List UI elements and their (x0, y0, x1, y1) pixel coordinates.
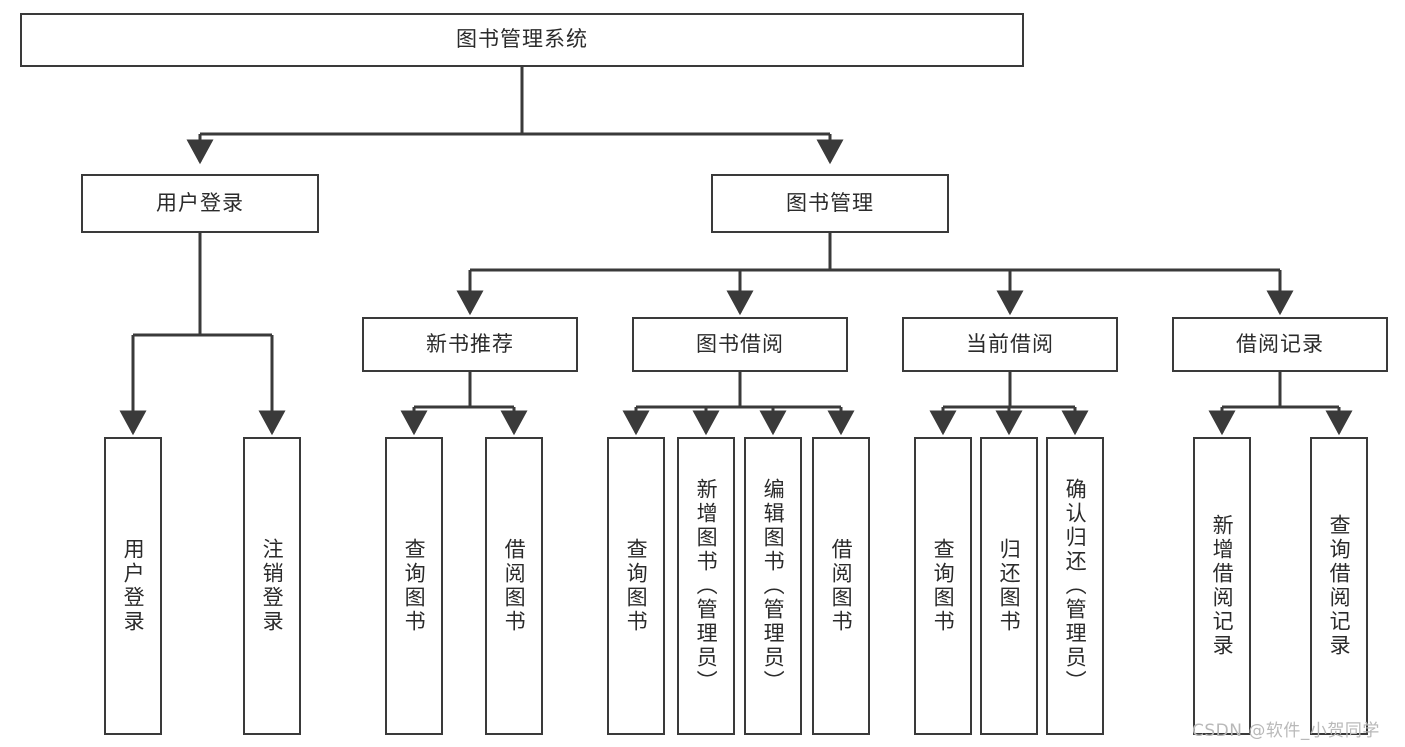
leaf-borrow-book-1-label: 借阅图书 (502, 538, 527, 634)
leaf-confirm-return-label: 确认归还（管理员） (1063, 478, 1088, 694)
node-borrow-record-label: 借阅记录 (1236, 331, 1324, 356)
leaf-query-book-3[interactable]: 查询图书 (914, 437, 972, 735)
leaf-logout-label: 注销登录 (260, 538, 285, 634)
node-borrow-record[interactable]: 借阅记录 (1172, 317, 1388, 372)
leaf-add-record-label: 新增借阅记录 (1210, 514, 1235, 658)
node-new-book-recommend-label: 新书推荐 (426, 331, 514, 356)
node-new-book-recommend[interactable]: 新书推荐 (362, 317, 578, 372)
leaf-add-record[interactable]: 新增借阅记录 (1193, 437, 1251, 735)
node-root-label: 图书管理系统 (456, 27, 588, 52)
leaf-query-book-2[interactable]: 查询图书 (607, 437, 665, 735)
leaf-logout[interactable]: 注销登录 (243, 437, 301, 735)
leaf-add-book-label: 新增图书（管理员） (694, 478, 719, 694)
leaf-query-record[interactable]: 查询借阅记录 (1310, 437, 1368, 735)
leaf-edit-book-label: 编辑图书（管理员） (761, 478, 786, 694)
leaf-borrow-book-2-label: 借阅图书 (829, 538, 854, 634)
leaf-user-login-label: 用户登录 (121, 538, 146, 634)
node-user-login[interactable]: 用户登录 (81, 174, 319, 233)
leaf-confirm-return[interactable]: 确认归还（管理员） (1046, 437, 1104, 735)
leaf-borrow-book-1[interactable]: 借阅图书 (485, 437, 543, 735)
node-user-login-label: 用户登录 (156, 190, 244, 215)
node-book-borrow[interactable]: 图书借阅 (632, 317, 848, 372)
watermark: CSDN @软件_小贺同学 (1192, 721, 1380, 741)
leaf-edit-book[interactable]: 编辑图书（管理员） (744, 437, 802, 735)
leaf-return-book-label: 归还图书 (997, 538, 1022, 634)
node-current-borrow[interactable]: 当前借阅 (902, 317, 1118, 372)
leaf-query-book-1-label: 查询图书 (402, 538, 427, 634)
leaf-query-book-1[interactable]: 查询图书 (385, 437, 443, 735)
node-book-management-label: 图书管理 (786, 190, 874, 215)
leaf-query-record-label: 查询借阅记录 (1327, 514, 1352, 658)
leaf-return-book[interactable]: 归还图书 (980, 437, 1038, 735)
node-book-borrow-label: 图书借阅 (696, 331, 784, 356)
leaf-borrow-book-2[interactable]: 借阅图书 (812, 437, 870, 735)
leaf-query-book-2-label: 查询图书 (624, 538, 649, 634)
node-book-management[interactable]: 图书管理 (711, 174, 949, 233)
leaf-query-book-3-label: 查询图书 (931, 538, 956, 634)
node-root[interactable]: 图书管理系统 (20, 13, 1024, 67)
leaf-add-book[interactable]: 新增图书（管理员） (677, 437, 735, 735)
node-current-borrow-label: 当前借阅 (966, 331, 1054, 356)
leaf-user-login[interactable]: 用户登录 (104, 437, 162, 735)
